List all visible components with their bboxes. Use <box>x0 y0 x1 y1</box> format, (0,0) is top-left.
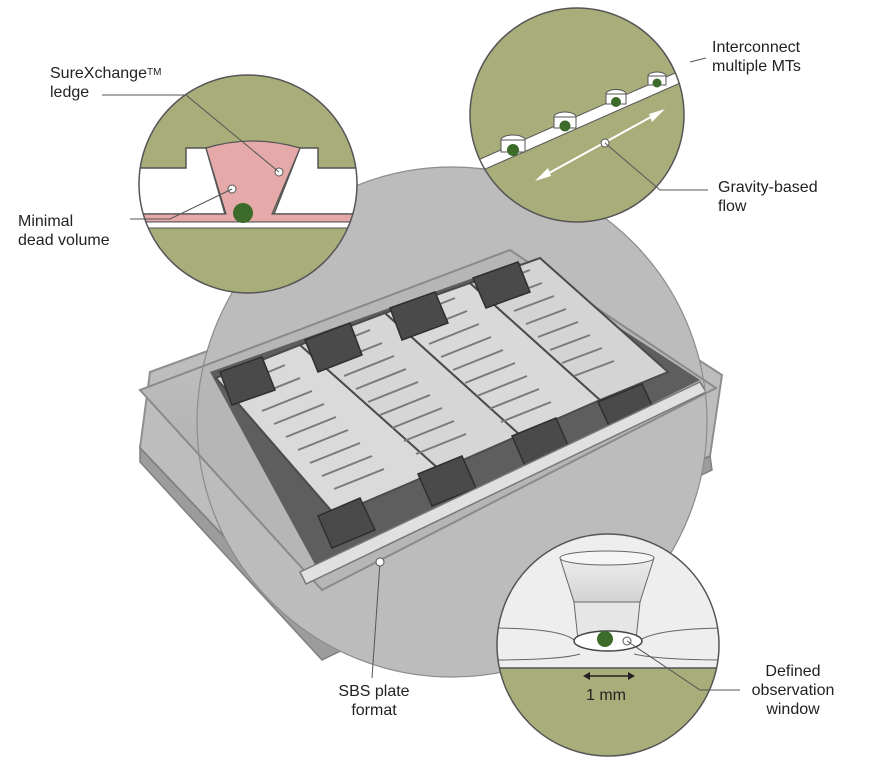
interconnect-line1: Interconnect <box>712 39 801 56</box>
leader-defined <box>626 640 740 691</box>
tissue-sphere <box>233 203 253 223</box>
surexchange-text: SureXchange <box>50 65 147 82</box>
label-surexchange: SureXchangeTM ledge <box>50 64 161 102</box>
trademark-sup: TM <box>146 67 162 78</box>
sbs-line2: format <box>351 702 397 719</box>
leader-surexchange <box>102 94 280 173</box>
label-sbs-plate: SBS plate format <box>326 682 422 720</box>
window-callout-circle <box>496 533 720 757</box>
minimal-line1: Minimal <box>18 213 74 230</box>
defined-line1: Defined <box>765 663 821 680</box>
defined-line3: window <box>766 701 820 718</box>
tissue-wells <box>500 58 684 156</box>
ledge-callout-circle <box>138 74 358 294</box>
gravity-line2: flow <box>718 198 747 215</box>
zoom-circle-outline <box>196 166 708 678</box>
surexchange-line2: ledge <box>50 84 90 101</box>
scale-label: 1 mm <box>586 687 626 704</box>
label-gravity-flow: Gravity-based flow <box>718 178 818 216</box>
sbs-line1: SBS plate <box>338 683 410 700</box>
minimal-line2: dead volume <box>18 232 110 249</box>
leader-minimal <box>130 188 233 220</box>
label-minimal-dead-volume: Minimal dead volume <box>18 212 110 250</box>
label-interconnect: Interconnect multiple MTs <box>712 38 801 76</box>
leader-sbs <box>371 561 381 679</box>
interconnect-line2: multiple MTs <box>712 58 801 75</box>
interconnect-callout-circle <box>469 7 685 223</box>
observed-tissue <box>597 631 613 647</box>
flow-arrow <box>539 111 661 179</box>
leader-gravity <box>604 142 708 191</box>
gravity-line1: Gravity-based <box>718 179 818 196</box>
leader-lines <box>102 57 740 691</box>
label-observation-window: Defined observation window <box>738 662 848 719</box>
leader-interconnect <box>689 57 707 63</box>
reservoirs <box>219 261 658 549</box>
defined-line2: observation <box>751 682 835 699</box>
